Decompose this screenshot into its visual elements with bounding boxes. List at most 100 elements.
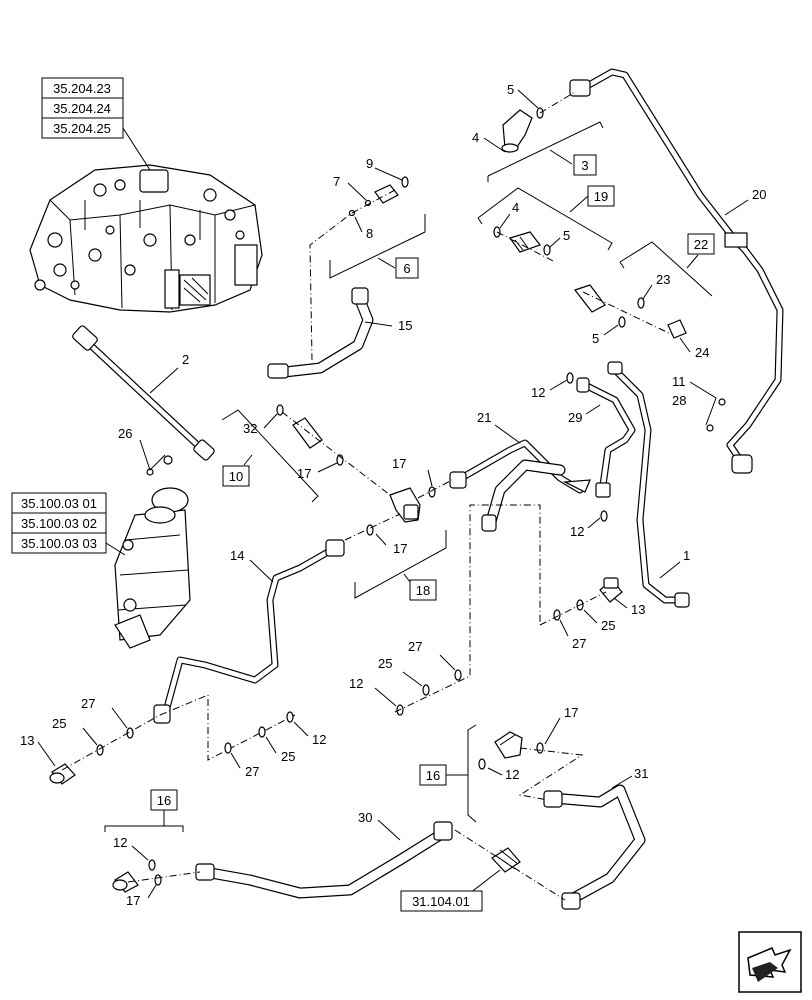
- callout-25-cl: 25: [281, 749, 295, 764]
- o-ring-17-g16r[interactable]: [536, 742, 544, 754]
- o-ring-23[interactable]: [637, 297, 645, 309]
- hose-21-branch[interactable]: [481, 459, 566, 532]
- callout-32: 32: [243, 421, 257, 436]
- callout-27-cl: 27: [245, 764, 259, 779]
- group-16-left-label[interactable]: 16: [150, 789, 178, 811]
- hose-15[interactable]: [267, 287, 374, 379]
- elbow-fitting-16[interactable]: [494, 731, 523, 759]
- callout-1: 1: [683, 548, 690, 563]
- svg-text:6: 6: [403, 261, 410, 276]
- callout-8: 8: [366, 226, 373, 241]
- o-ring-17-tee[interactable]: [428, 486, 436, 498]
- o-ring-25-mid[interactable]: [422, 684, 430, 696]
- callout-12-mid: 12: [349, 676, 363, 691]
- callout-7: 7: [333, 174, 340, 189]
- bolt-26[interactable]: [146, 455, 173, 476]
- callout-17-g10: 17: [297, 466, 311, 481]
- cap-24[interactable]: [667, 319, 687, 339]
- o-ring-27-mid[interactable]: [454, 669, 462, 681]
- valve-ref-1: 35.204.23: [53, 81, 111, 96]
- clip-28[interactable]: [706, 424, 714, 432]
- callout-25-right: 25: [601, 618, 615, 633]
- o-ring-32[interactable]: [276, 404, 284, 416]
- pipe-29[interactable]: [576, 377, 636, 498]
- adapter-10[interactable]: [292, 417, 323, 449]
- o-ring-25-left[interactable]: [96, 744, 104, 756]
- svg-text:31.104.01: 31.104.01: [412, 894, 470, 909]
- o-ring-27-cl[interactable]: [224, 742, 232, 754]
- tee-fitting-18[interactable]: [389, 487, 421, 523]
- svg-text:18: 18: [416, 583, 430, 598]
- fitting-16-left[interactable]: [112, 871, 139, 893]
- valve-reference-box[interactable]: 35.204.23 35.204.24 35.204.25: [41, 77, 124, 139]
- adapter-fitting-19[interactable]: [509, 231, 541, 253]
- callout-27-left: 27: [81, 696, 95, 711]
- o-ring-12-g16r[interactable]: [478, 758, 486, 770]
- group-16-right-label[interactable]: 16: [419, 764, 447, 786]
- pipe-2[interactable]: [71, 325, 215, 462]
- callout-5-mid: 5: [563, 228, 570, 243]
- valve-ref-3: 35.204.25: [53, 121, 111, 136]
- coupler-fitting[interactable]: [491, 847, 521, 873]
- pipe-14[interactable]: [153, 539, 345, 724]
- callout-20: 20: [752, 187, 766, 202]
- o-ring-12-cl[interactable]: [286, 711, 294, 723]
- svg-text:16: 16: [157, 793, 171, 808]
- callout-30: 30: [358, 810, 372, 825]
- callout-24: 24: [695, 345, 709, 360]
- next-page-arrow-icon[interactable]: [738, 931, 802, 993]
- adapter-fitting-22[interactable]: [574, 284, 606, 313]
- elbow-fitting-4[interactable]: [501, 109, 533, 153]
- cylinder-reference-box[interactable]: 35.100.03 01 35.100.03 02 35.100.03 03: [11, 492, 107, 554]
- group-22-label[interactable]: 22: [687, 233, 715, 255]
- callout-17-g16l: 17: [126, 893, 140, 908]
- plug-13-right[interactable]: [599, 577, 623, 603]
- callout-9: 9: [366, 156, 373, 171]
- callout-5-low: 5: [592, 331, 599, 346]
- callout-11: 11: [672, 374, 686, 389]
- callout-27-right: 27: [572, 636, 586, 651]
- callout-4-mid: 4: [512, 200, 519, 215]
- o-ring-17-lower[interactable]: [366, 524, 374, 536]
- callout-27-mid: 27: [408, 639, 422, 654]
- group-19-label[interactable]: 19: [587, 185, 615, 207]
- cylinder-ref-1: 35.100.03 01: [21, 496, 97, 511]
- group-6-label[interactable]: 6: [395, 257, 419, 279]
- group-3-label[interactable]: 3: [573, 154, 597, 176]
- group-18-label[interactable]: 18: [409, 579, 437, 601]
- pipe-1[interactable]: [607, 361, 690, 608]
- o-ring-17-g16l[interactable]: [154, 874, 162, 886]
- callout-25-mid: 25: [378, 656, 392, 671]
- callout-28: 28: [672, 393, 686, 408]
- callout-5-top: 5: [507, 82, 514, 97]
- plug-13-left[interactable]: [49, 763, 76, 785]
- o-ring-12-right[interactable]: [566, 372, 574, 384]
- cylinder-ref-3: 35.100.03 03: [21, 536, 97, 551]
- callout-12-cl: 12: [312, 732, 326, 747]
- callout-17-tee: 17: [392, 456, 406, 471]
- o-ring-27-right[interactable]: [553, 609, 561, 621]
- pipe-21[interactable]: [449, 439, 591, 494]
- coupler-reference-box[interactable]: 31.104.01: [400, 890, 483, 912]
- group-10-label[interactable]: 10: [222, 465, 250, 487]
- fitting-9[interactable]: [374, 176, 409, 204]
- hose-30[interactable]: [195, 821, 453, 899]
- callout-26: 26: [118, 426, 132, 441]
- o-ring-25-cl[interactable]: [258, 726, 266, 738]
- svg-text:3: 3: [581, 158, 588, 173]
- o-ring-5-mid[interactable]: [543, 244, 551, 256]
- callout-17-g16r: 17: [564, 705, 578, 720]
- o-ring-12-right-low[interactable]: [600, 510, 608, 522]
- hose-31[interactable]: [543, 784, 646, 910]
- callout-2: 2: [182, 352, 189, 367]
- hydraulic-cylinder-drawing: [114, 487, 191, 649]
- callout-14: 14: [230, 548, 244, 563]
- svg-text:16: 16: [426, 768, 440, 783]
- o-ring-12-g16l[interactable]: [148, 859, 156, 871]
- cylinder-ref-2: 35.100.03 02: [21, 516, 97, 531]
- clip-11[interactable]: [718, 398, 726, 406]
- o-ring-5-low[interactable]: [618, 316, 626, 328]
- svg-text:22: 22: [694, 237, 708, 252]
- valve-assembly-drawing: [29, 164, 263, 313]
- pipe-20[interactable]: [569, 68, 784, 474]
